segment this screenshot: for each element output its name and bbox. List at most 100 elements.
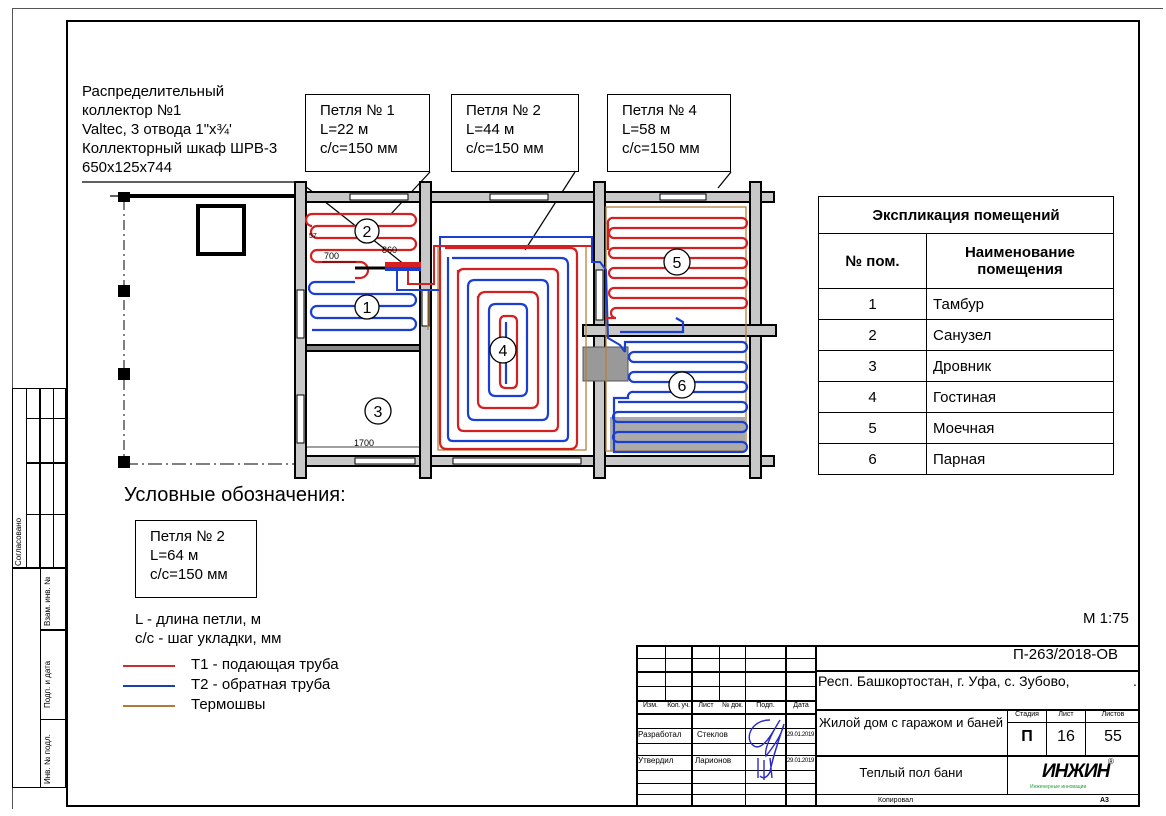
side-stamp-grid: [40, 388, 54, 568]
side-stamp: Согласовано Взам. инв. № Подп. и дата Ин…: [12, 388, 66, 788]
collector-note: Распределительный коллектор №1 Valtec, 3…: [82, 82, 277, 177]
loop-step: с/с=150 мм: [150, 566, 228, 583]
format-label: А3: [1100, 797, 1109, 804]
stage-label: Стадия: [1015, 711, 1039, 718]
approved-date: 29.01.2019: [787, 758, 815, 764]
legend-title: Условные обозначения:: [124, 484, 346, 506]
loop-2-pipe: [438, 246, 579, 451]
loop-step: с/с=150 мм: [320, 140, 398, 157]
developed-label: Разработал: [638, 730, 682, 739]
room-name: Моечная: [926, 412, 1114, 444]
room-marker-5: 5: [673, 255, 682, 272]
sheets-label: Листов: [1101, 711, 1125, 718]
loop-title: Петля № 4: [622, 102, 697, 119]
garage-outline: [110, 192, 300, 468]
col-header-count: Кол. уч.: [667, 702, 690, 709]
sheet-title: Теплый пол бани: [859, 765, 963, 780]
loop-callout-4: Петля № 4 L=58 м с/с=150 мм: [607, 94, 731, 172]
col-header-change: Изм.: [643, 702, 658, 709]
room-marker-6: 6: [678, 378, 687, 395]
room-marker-1: 1: [363, 300, 372, 317]
col-header-date: Дата: [793, 702, 809, 709]
dimension-1700: 1700: [354, 438, 374, 448]
logo-text: ИНЖИН: [1042, 761, 1110, 782]
col-header-doc: № док.: [722, 702, 743, 709]
sheet-value: 16: [1057, 728, 1075, 745]
legend-line-supply: [123, 665, 175, 667]
room-marker-4: 4: [499, 343, 508, 360]
legend-label-return: Т2 - обратная труба: [191, 676, 331, 693]
legend-label-supply: Т1 - подающая труба: [191, 656, 339, 673]
collector-supply: [385, 262, 421, 268]
stage-value: П: [1021, 728, 1033, 745]
loop-step: с/с=150 мм: [466, 140, 544, 157]
room-name: Санузел: [926, 319, 1114, 351]
sheets-value: 55: [1104, 728, 1122, 745]
loop-callout-2: Петля № 2 L=44 м с/с=150 мм: [451, 94, 579, 172]
side-stamp-grid: [26, 418, 66, 463]
room-num: 3: [818, 350, 927, 382]
explication-col-name: Наименование помещения: [926, 233, 1114, 289]
feed-pipes: [396, 236, 626, 353]
loop-callout-1: Петля № 1 L=22 м с/с=150 мм: [305, 94, 430, 172]
collector-note-line: Valtec, 3 отвода 1"x¾': [82, 121, 232, 138]
logo-registered-mark: ®: [1108, 757, 1114, 766]
scale-label: М 1:75: [1083, 610, 1129, 627]
room-name: Тамбур: [926, 288, 1114, 320]
side-stamp-grid: [40, 630, 66, 720]
legend-sample-callout: Петля № 2 L=64 м с/с=150 мм: [135, 520, 257, 598]
dimension-57: 57: [309, 233, 317, 240]
object-name: Жилой дом с гаражом и баней: [818, 715, 1004, 730]
room-name: Гостиная: [926, 381, 1114, 413]
explication-table: Экспликация помещений № пом. Наименовани…: [818, 196, 1114, 475]
openings: [296, 193, 707, 465]
dimension-860: 860: [382, 245, 397, 255]
signature-image: [748, 719, 785, 780]
room-num: 5: [818, 412, 927, 444]
loop-4-pipe: [606, 216, 749, 454]
drawing-frame: [66, 20, 1140, 807]
logo-subtitle: Инженерные инновации: [1030, 784, 1087, 790]
room-name: Парная: [926, 443, 1114, 475]
sheet-label: Лист: [1058, 711, 1074, 718]
collector-note-line: Распределительный: [82, 83, 225, 100]
room-marker-3: 3: [374, 404, 383, 421]
legend-def-step: с/с - шаг укладки, мм: [135, 630, 282, 647]
room-marker-labels: 2 1 3 4 5 6: [363, 224, 687, 421]
loop-length: L=58 м: [622, 121, 671, 138]
approved-name: Ларионов: [695, 756, 732, 765]
developed-name: Стеклов: [697, 730, 728, 739]
loop-length: L=64 м: [150, 547, 199, 564]
approved-label: Утвердил: [638, 756, 674, 765]
loop-title: Петля № 2: [150, 528, 225, 545]
developed-date: 29.01.2019: [787, 732, 815, 738]
loop-title: Петля № 2: [466, 102, 541, 119]
explication-title: Экспликация помещений: [818, 196, 1114, 234]
object-address: Респ. Башкортостан, г. Уфа, с. Зубово,: [818, 673, 1070, 689]
room-name: Дровник: [926, 350, 1114, 382]
col-header-sheet: Лист: [698, 702, 714, 709]
collector-note-line: 650x125x744: [82, 159, 173, 176]
legend-line-return: [123, 685, 175, 687]
loop-length: L=22 м: [320, 121, 369, 138]
collector-note-line: коллектор №1: [82, 102, 182, 119]
col-header-sign: Подп.: [756, 702, 775, 709]
room-markers: [354, 218, 696, 425]
legend-def-length: L - длина петли, м: [135, 611, 262, 628]
explication-col-num: № пом.: [818, 233, 927, 289]
legend-line-thermal: [123, 705, 175, 707]
title-block: [636, 645, 1140, 807]
collector-return: [385, 267, 421, 271]
side-stamp-grid: [26, 463, 66, 515]
room-num: 4: [818, 381, 927, 413]
collector-note-line: Коллекторный шкаф ШРВ-3: [82, 140, 278, 157]
dimension-700: 700: [324, 251, 339, 261]
room-num: 6: [818, 443, 927, 475]
